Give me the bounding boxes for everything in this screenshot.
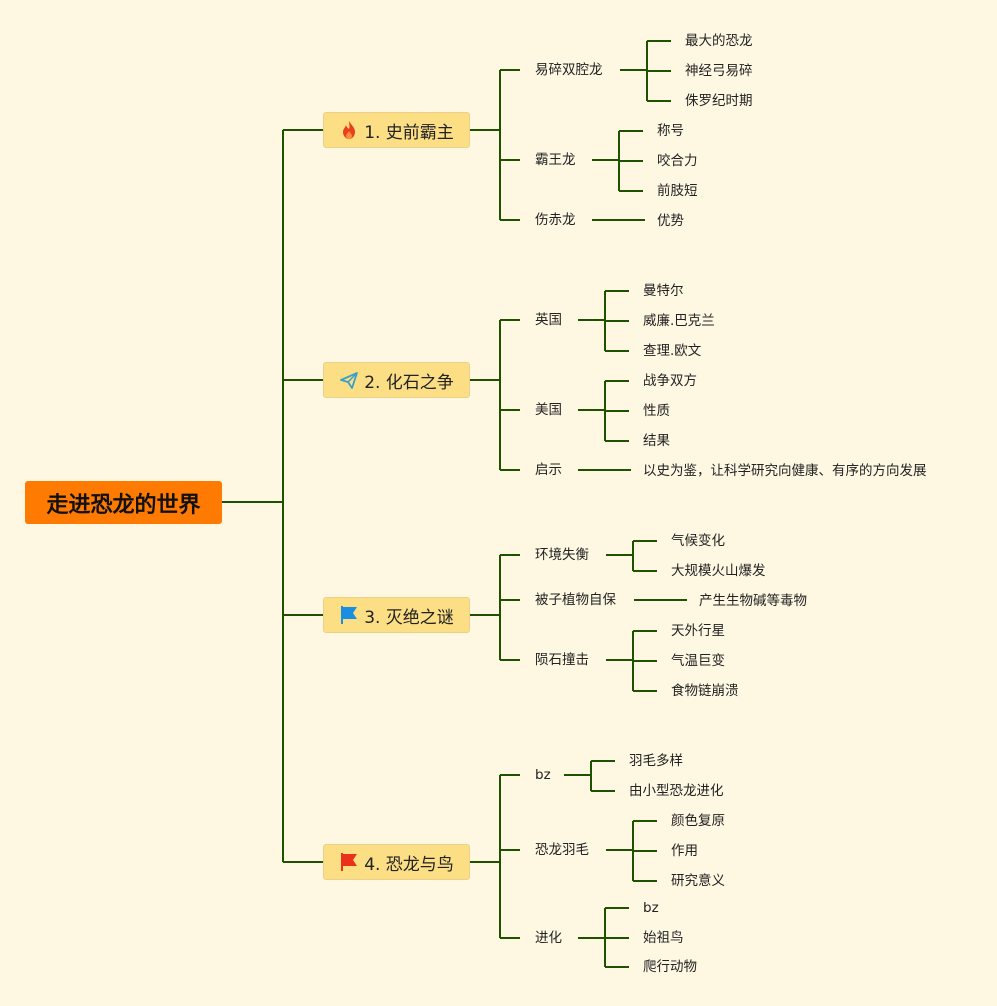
branch-topic-label: 3. 灭绝之谜: [364, 607, 454, 628]
branch-topic-2[interactable]: 2. 化石之争: [323, 362, 470, 398]
leaf-topic[interactable]: 最大的恐龙: [685, 33, 753, 49]
subtopic[interactable]: 陨石撞击: [535, 652, 589, 668]
red-flag-icon: [339, 852, 359, 872]
fire-icon: [339, 120, 359, 140]
branch-topic-3[interactable]: 3. 灭绝之谜: [323, 597, 470, 633]
leaf-topic[interactable]: 战争双方: [643, 373, 697, 389]
subtopic[interactable]: 环境失衡: [535, 547, 589, 563]
leaf-topic[interactable]: 结果: [643, 433, 670, 449]
subtopic[interactable]: 启示: [535, 462, 562, 478]
subtopic[interactable]: 易碎双腔龙: [535, 62, 603, 78]
leaf-topic[interactable]: 羽毛多样: [629, 753, 683, 769]
subtopic[interactable]: 被子植物自保: [535, 592, 616, 608]
leaf-topic[interactable]: 爬行动物: [643, 959, 697, 975]
branch-topic-label: 1. 史前霸主: [364, 122, 454, 143]
leaf-topic[interactable]: 颜色复原: [671, 813, 725, 829]
leaf-topic[interactable]: bz: [643, 900, 659, 916]
subtopic[interactable]: 美国: [535, 402, 562, 418]
branch-topic-4[interactable]: 4. 恐龙与鸟: [323, 844, 470, 880]
leaf-topic[interactable]: 食物链崩溃: [671, 683, 739, 699]
leaf-topic[interactable]: 前肢短: [657, 183, 698, 199]
root-topic[interactable]: 走进恐龙的世界: [25, 481, 222, 524]
leaf-topic[interactable]: 由小型恐龙进化: [629, 783, 724, 799]
branch-topic-1[interactable]: 1. 史前霸主: [323, 112, 470, 148]
leaf-topic[interactable]: 大规模火山爆发: [671, 563, 766, 579]
leaf-topic[interactable]: 曼特尔: [643, 283, 684, 299]
leaf-topic[interactable]: 气候变化: [671, 533, 725, 549]
branch-topic-label: 2. 化石之争: [364, 372, 454, 393]
leaf-topic[interactable]: 天外行星: [671, 623, 725, 639]
subtopic[interactable]: bz: [535, 767, 551, 783]
leaf-topic[interactable]: 以史为鉴，让科学研究向健康、有序的方向发展: [643, 463, 927, 479]
leaf-topic[interactable]: 称号: [657, 123, 684, 139]
root-topic-label: 走进恐龙的世界: [46, 492, 201, 518]
subtopic[interactable]: 伤赤龙: [535, 212, 576, 228]
subtopic[interactable]: 英国: [535, 312, 562, 328]
leaf-topic[interactable]: 产生生物碱等毒物: [699, 593, 807, 609]
leaf-topic[interactable]: 气温巨变: [671, 653, 725, 669]
leaf-topic[interactable]: 优势: [657, 213, 684, 229]
subtopic[interactable]: 霸王龙: [535, 152, 576, 168]
leaf-topic[interactable]: 性质: [643, 403, 670, 419]
branch-topic-label: 4. 恐龙与鸟: [364, 854, 454, 875]
leaf-topic[interactable]: 威廉.巴克兰: [643, 313, 715, 329]
subtopic[interactable]: 恐龙羽毛: [535, 842, 589, 858]
subtopic[interactable]: 进化: [535, 930, 562, 946]
leaf-topic[interactable]: 咬合力: [657, 153, 698, 169]
leaf-topic[interactable]: 侏罗纪时期: [685, 93, 753, 109]
paper-plane-icon: [339, 370, 359, 390]
leaf-topic[interactable]: 查理.欧文: [643, 343, 702, 359]
leaf-topic[interactable]: 作用: [671, 843, 698, 859]
blue-flag-icon: [339, 605, 359, 625]
leaf-topic[interactable]: 神经弓易碎: [685, 63, 753, 79]
leaf-topic[interactable]: 研究意义: [671, 873, 725, 889]
leaf-topic[interactable]: 始祖鸟: [643, 930, 684, 946]
